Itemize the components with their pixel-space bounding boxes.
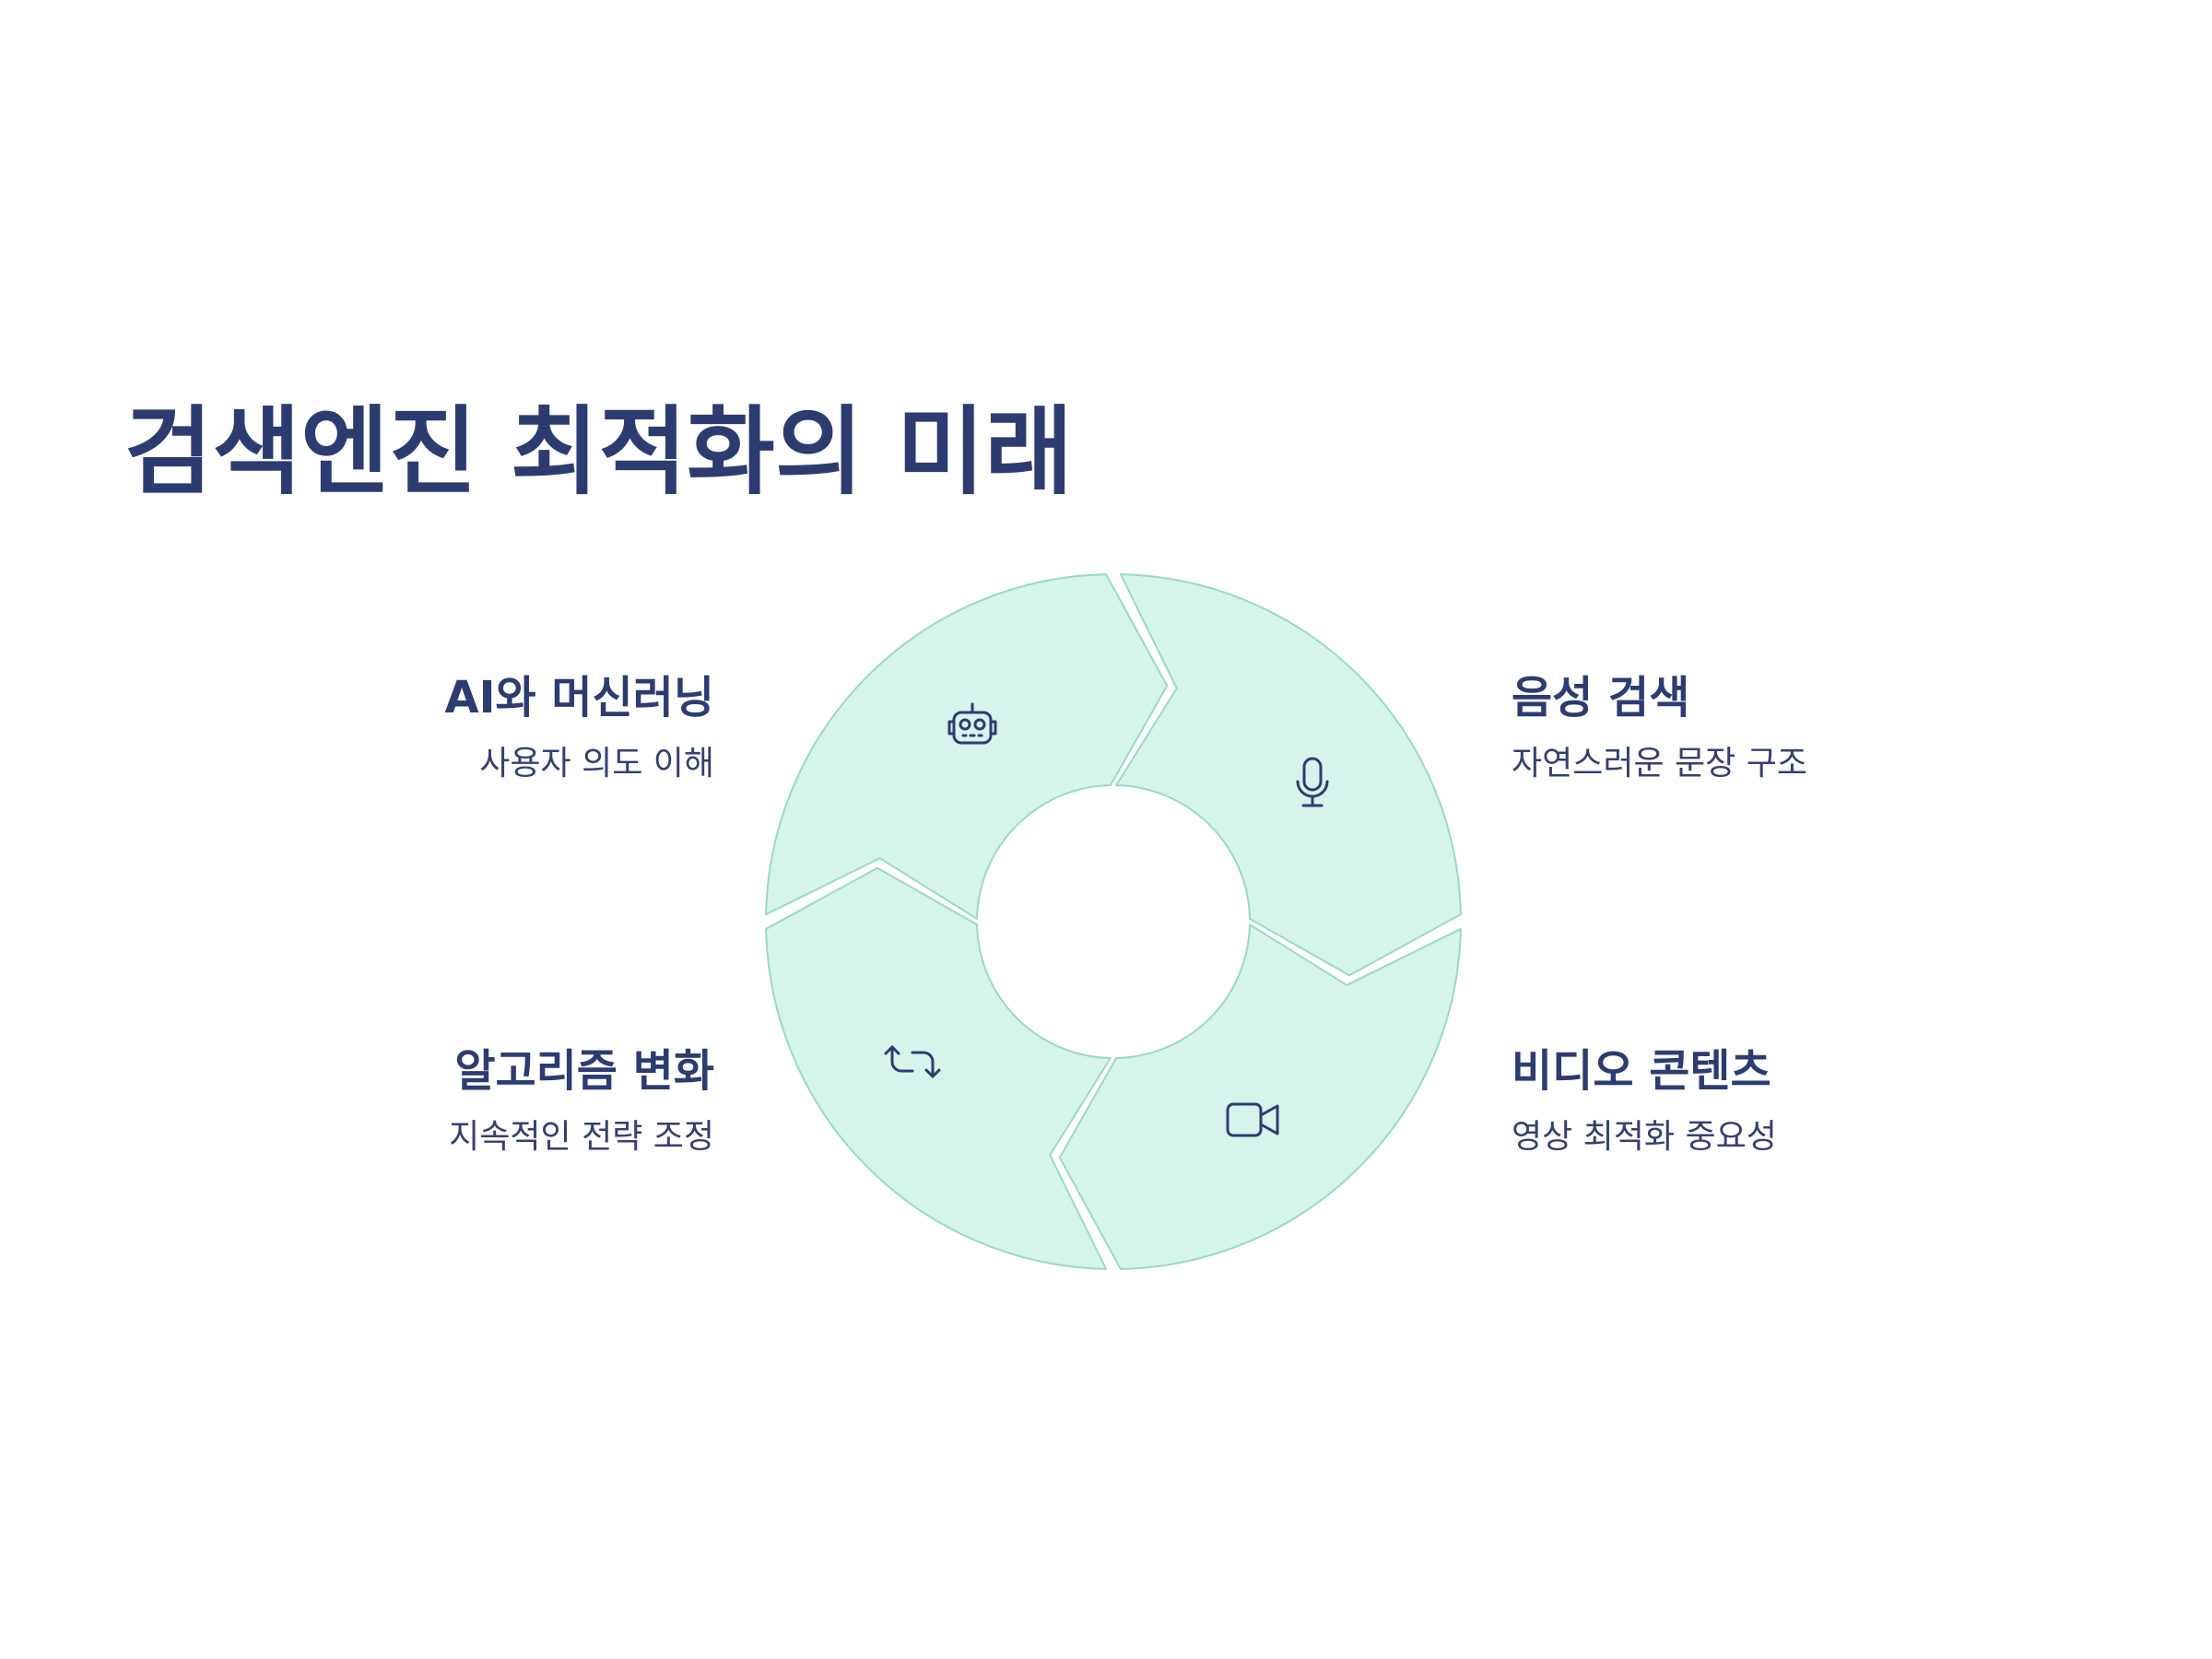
microphone-icon bbox=[1296, 757, 1329, 807]
cycle-segment-voice bbox=[1115, 573, 1462, 977]
cycle-segment-algorithm bbox=[765, 866, 1112, 1270]
repeat-arrows-icon bbox=[884, 1045, 941, 1078]
segment-heading-algorithm: 알고리즘 변화 bbox=[454, 1045, 714, 1097]
robot-icon bbox=[947, 702, 997, 745]
video-camera-icon bbox=[1226, 1102, 1279, 1137]
segment-label-video: 비디오 콘텐츠 영상 최적화 중요성 bbox=[1512, 1041, 1991, 1159]
cycle-segment-video bbox=[1058, 924, 1462, 1270]
segment-label-ai: AI와 머신러닝 사용자 의도 이해 bbox=[235, 668, 714, 786]
segment-description-algorithm: 지속적인 전략 조정 bbox=[449, 1118, 714, 1156]
segment-description-video: 영상 최적화 중요성 bbox=[1512, 1118, 1777, 1156]
page-title: 검색엔진 최적화의 미래 bbox=[124, 395, 1074, 508]
segment-label-algorithm: 알고리즘 변화 지속적인 전략 조정 bbox=[235, 1041, 714, 1159]
segment-heading-ai: AI와 머신러닝 bbox=[444, 672, 714, 724]
segment-description-ai: 사용자 의도 이해 bbox=[479, 745, 714, 782]
cycle-segments bbox=[765, 573, 1462, 1270]
segment-label-voice: 음성 검색 자연스러운 문장 구조 bbox=[1512, 668, 1991, 786]
cycle-segment-ai bbox=[765, 573, 1169, 920]
segment-heading-voice: 음성 검색 bbox=[1512, 672, 1690, 724]
segment-description-voice: 자연스러운 문장 구조 bbox=[1512, 745, 1807, 782]
segment-heading-video: 비디오 콘텐츠 bbox=[1512, 1045, 1771, 1097]
